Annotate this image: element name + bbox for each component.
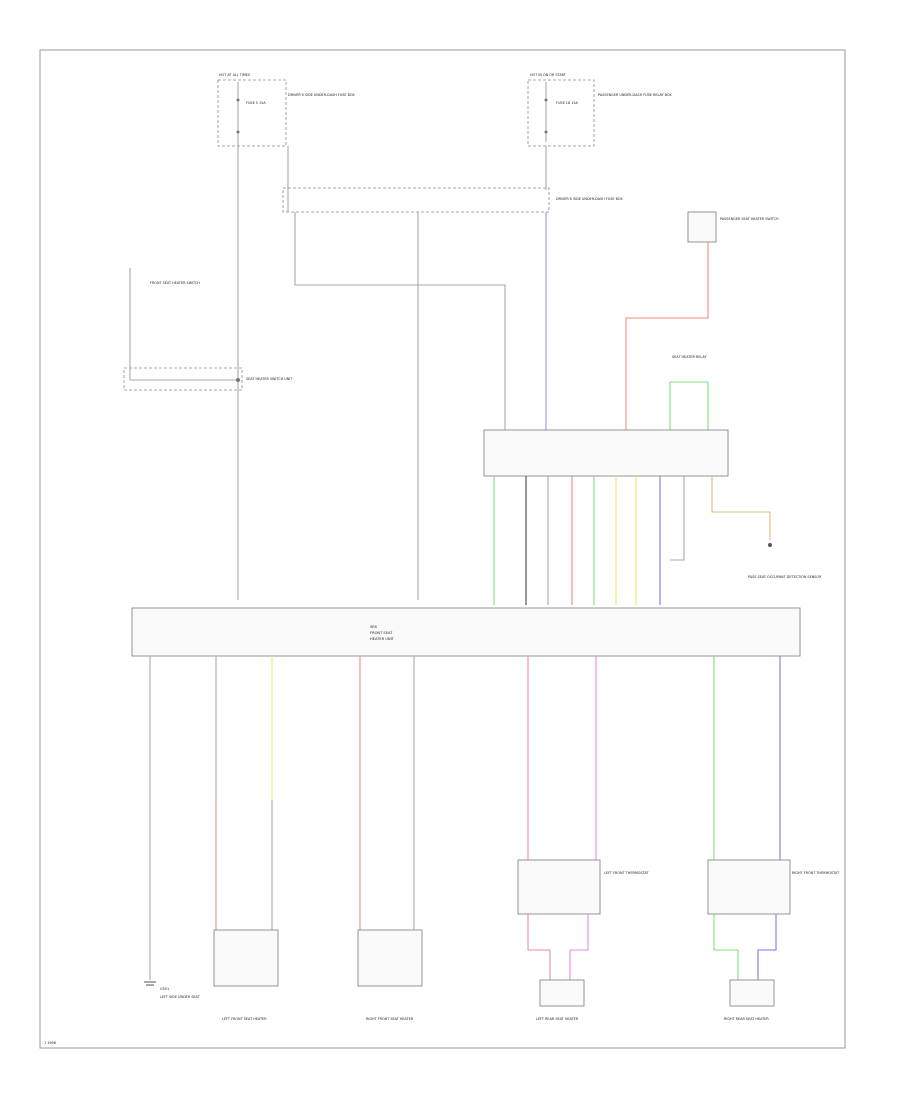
left-back-heater-label: LEFT REAR SEAT HEATER: [536, 1017, 579, 1021]
seat-heat-switch-group: FRONT SEAT HEATER SWITCH SEAT HEATER SWI…: [123, 268, 293, 391]
right-seat-heater-label: RIGHT FRONT SEAT HEATER: [366, 1017, 414, 1021]
fuse-box-left: [217, 79, 287, 147]
control-unit-line3: HEATER UNIT: [370, 637, 395, 641]
fuse-right-label: FUSE 18 15A: [556, 101, 579, 105]
fuse-right-group: HOT IN ON OR START FUSE 18 15A PASSENGER…: [527, 73, 672, 147]
ground-desc: LEFT SIDE UNDER SEAT: [160, 995, 201, 999]
passenger-detection-label: PASS SEAT OCCUPANT DETECTION SENSOR: [748, 575, 822, 579]
right-thermostat: [707, 859, 791, 915]
fuse-box-right: [527, 79, 595, 147]
left-front-seat-heater: [213, 929, 279, 987]
control-unit-title: SRS: [370, 625, 378, 629]
seat-heat-switch-box: [123, 367, 243, 391]
seat-heat-switch-label: FRONT SEAT HEATER SWITCH: [150, 281, 200, 285]
left-seat-heater-label: LEFT FRONT SEAT HEATER: [222, 1017, 267, 1021]
right-back-heater-label: RIGHT REAR SEAT HEATER: [724, 1017, 769, 1021]
fuse-left-group: HOT AT ALL TIMES FUSE 5 15A DRIVER'S SID…: [217, 73, 355, 147]
left-rear-seat-heater: [539, 979, 585, 1007]
control-unit: [131, 607, 801, 657]
fuse-left-label: FUSE 5 15A: [246, 101, 266, 105]
fuse-left-desc: DRIVER'S SIDE UNDER-DASH FUSE BOX: [288, 93, 355, 97]
right-rear-seat-heater: [729, 979, 775, 1007]
hot-at-all-times-label: HOT AT ALL TIMES: [219, 73, 250, 77]
hot-in-run-label: HOT IN ON OR START: [530, 73, 567, 77]
ground-label: G501: [160, 987, 169, 991]
left-thermostat: [517, 859, 601, 915]
control-unit-line2: FRONT SEAT: [370, 631, 393, 635]
passenger-switch-label: PASSENGER SEAT HEATER SWITCH: [720, 217, 779, 221]
seat-heater-switch-module-label: SEAT HEATER SWITCH UNIT: [246, 377, 293, 381]
connector-strip-box: [282, 187, 550, 213]
right-thermostat-label: RIGHT FRONT THERMOSTAT: [792, 871, 840, 875]
diagram-frame: [39, 49, 846, 1049]
left-thermostat-label: LEFT FRONT THERMOSTAT: [604, 871, 649, 875]
passenger-switch-group: PASSENGER SEAT HEATER SWITCH: [625, 211, 779, 430]
fuse-right-desc: PASSENGER UNDER-DASH FUSE RELAY BOX: [598, 93, 672, 97]
figure-id: 1 1996: [44, 1041, 56, 1045]
right-front-seat-heater: [357, 929, 423, 987]
passenger-switch-box: [687, 211, 717, 243]
seat-heater-relay: [483, 429, 729, 477]
connector-strip-label: DRIVER'S SIDE UNDER-DASH FUSE BOX: [556, 197, 623, 201]
relay-label: SEAT HEATER RELAY: [672, 355, 707, 359]
